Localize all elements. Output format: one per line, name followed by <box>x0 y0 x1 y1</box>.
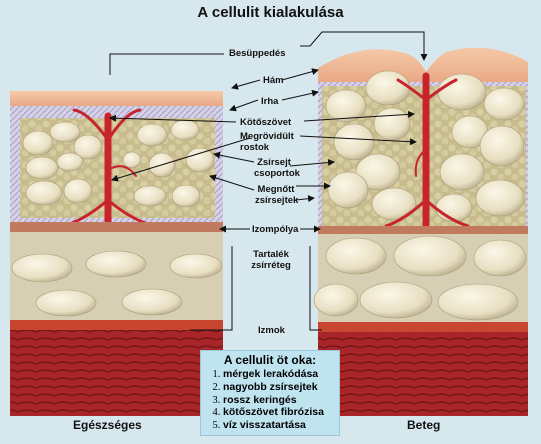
caption-healthy: Egészséges <box>73 418 142 432</box>
leader-irha-right <box>281 89 319 101</box>
leader-megnott-left <box>209 174 255 191</box>
label-izmok: Izmok <box>258 325 285 336</box>
leader-rostok-left <box>111 137 251 182</box>
right-muscle-fascia <box>318 322 528 332</box>
leader-besuppedes-left <box>109 53 224 75</box>
label-megrovidult-line1: Megrövidült <box>240 131 294 142</box>
label-irha: Irha <box>261 96 279 107</box>
leader-irha-left <box>229 99 259 112</box>
right-fascia <box>318 226 528 234</box>
right-epidermis <box>318 47 528 82</box>
causes-list: mérgek lerakódása nagyobb zsírsejtek ros… <box>201 368 339 432</box>
causes-heading: A cellulit öt oka: <box>223 353 317 367</box>
cause-item: nagyobb zsírsejtek <box>223 381 339 394</box>
left-fat-cells <box>22 119 215 208</box>
label-tartalek-line2: zsírréteg <box>251 260 291 271</box>
left-muscle-fascia <box>10 320 223 330</box>
leader-zsirsejt-left <box>213 151 255 163</box>
right-muscle <box>318 332 528 416</box>
label-megrovidult: Megrövidült rostok <box>240 131 294 153</box>
leader-kotoszovet-right <box>303 110 415 122</box>
healthy-panel <box>10 91 223 416</box>
leader-megnott-right-2 <box>295 195 315 203</box>
label-zsirsejt-line1: Zsírsejt <box>257 157 291 168</box>
label-zsirsejt-line2: csoportok <box>254 168 300 179</box>
left-epidermis <box>10 91 223 106</box>
label-megnott-line2: zsírsejtek <box>255 195 299 206</box>
label-ham: Hám <box>263 75 284 86</box>
label-tartalek-zsirreteg: Tartalék zsírréteg <box>248 249 294 271</box>
leader-tartalek-left <box>190 246 233 331</box>
right-reserve-fat-cells <box>313 235 527 321</box>
cause-item: kötőszövet fibrózisa <box>223 406 339 419</box>
diagram-title: A cellulit kialakulása <box>197 4 344 21</box>
cause-item: rossz keringés <box>223 394 339 407</box>
left-muscle <box>10 330 223 416</box>
label-megnott-line1: Megnőtt <box>257 184 295 195</box>
causes-box: A cellulit öt oka: mérgek lerakódása nag… <box>200 350 340 436</box>
label-tartalek-line1: Tartalék <box>253 249 289 260</box>
left-dermis <box>10 106 223 116</box>
leader-rostok-right <box>299 135 417 146</box>
label-zsirsejt-csoportok: Zsírsejt csoportok <box>254 157 300 179</box>
leader-zsirsejt-right <box>289 159 335 167</box>
leader-tartalek-right <box>309 246 322 331</box>
caption-cellulite: Beteg <box>407 418 441 432</box>
left-fascia <box>10 222 223 232</box>
leader-ham-left <box>231 79 261 90</box>
leader-besuppedes-right <box>300 31 428 61</box>
leader-kotoszovet-left <box>109 114 237 123</box>
left-reserve-fat-cells <box>11 250 223 317</box>
cause-item: víz visszatartása <box>223 419 339 432</box>
label-besuppedes: Besüppedés <box>229 48 286 59</box>
label-kotoszovet: Kötőszövet <box>240 117 292 128</box>
cause-item: mérgek lerakódása <box>223 368 339 381</box>
right-fibrous-septum <box>384 72 470 230</box>
label-izompolya: Izompólya <box>252 224 299 235</box>
cellulite-panel <box>313 47 528 416</box>
leader-lines <box>109 31 428 331</box>
leader-ham-right <box>281 68 319 81</box>
label-megrovidult-line2: rostok <box>240 142 270 153</box>
label-megnott-zsirsejtek: Megnőtt zsírsejtek <box>255 184 299 206</box>
